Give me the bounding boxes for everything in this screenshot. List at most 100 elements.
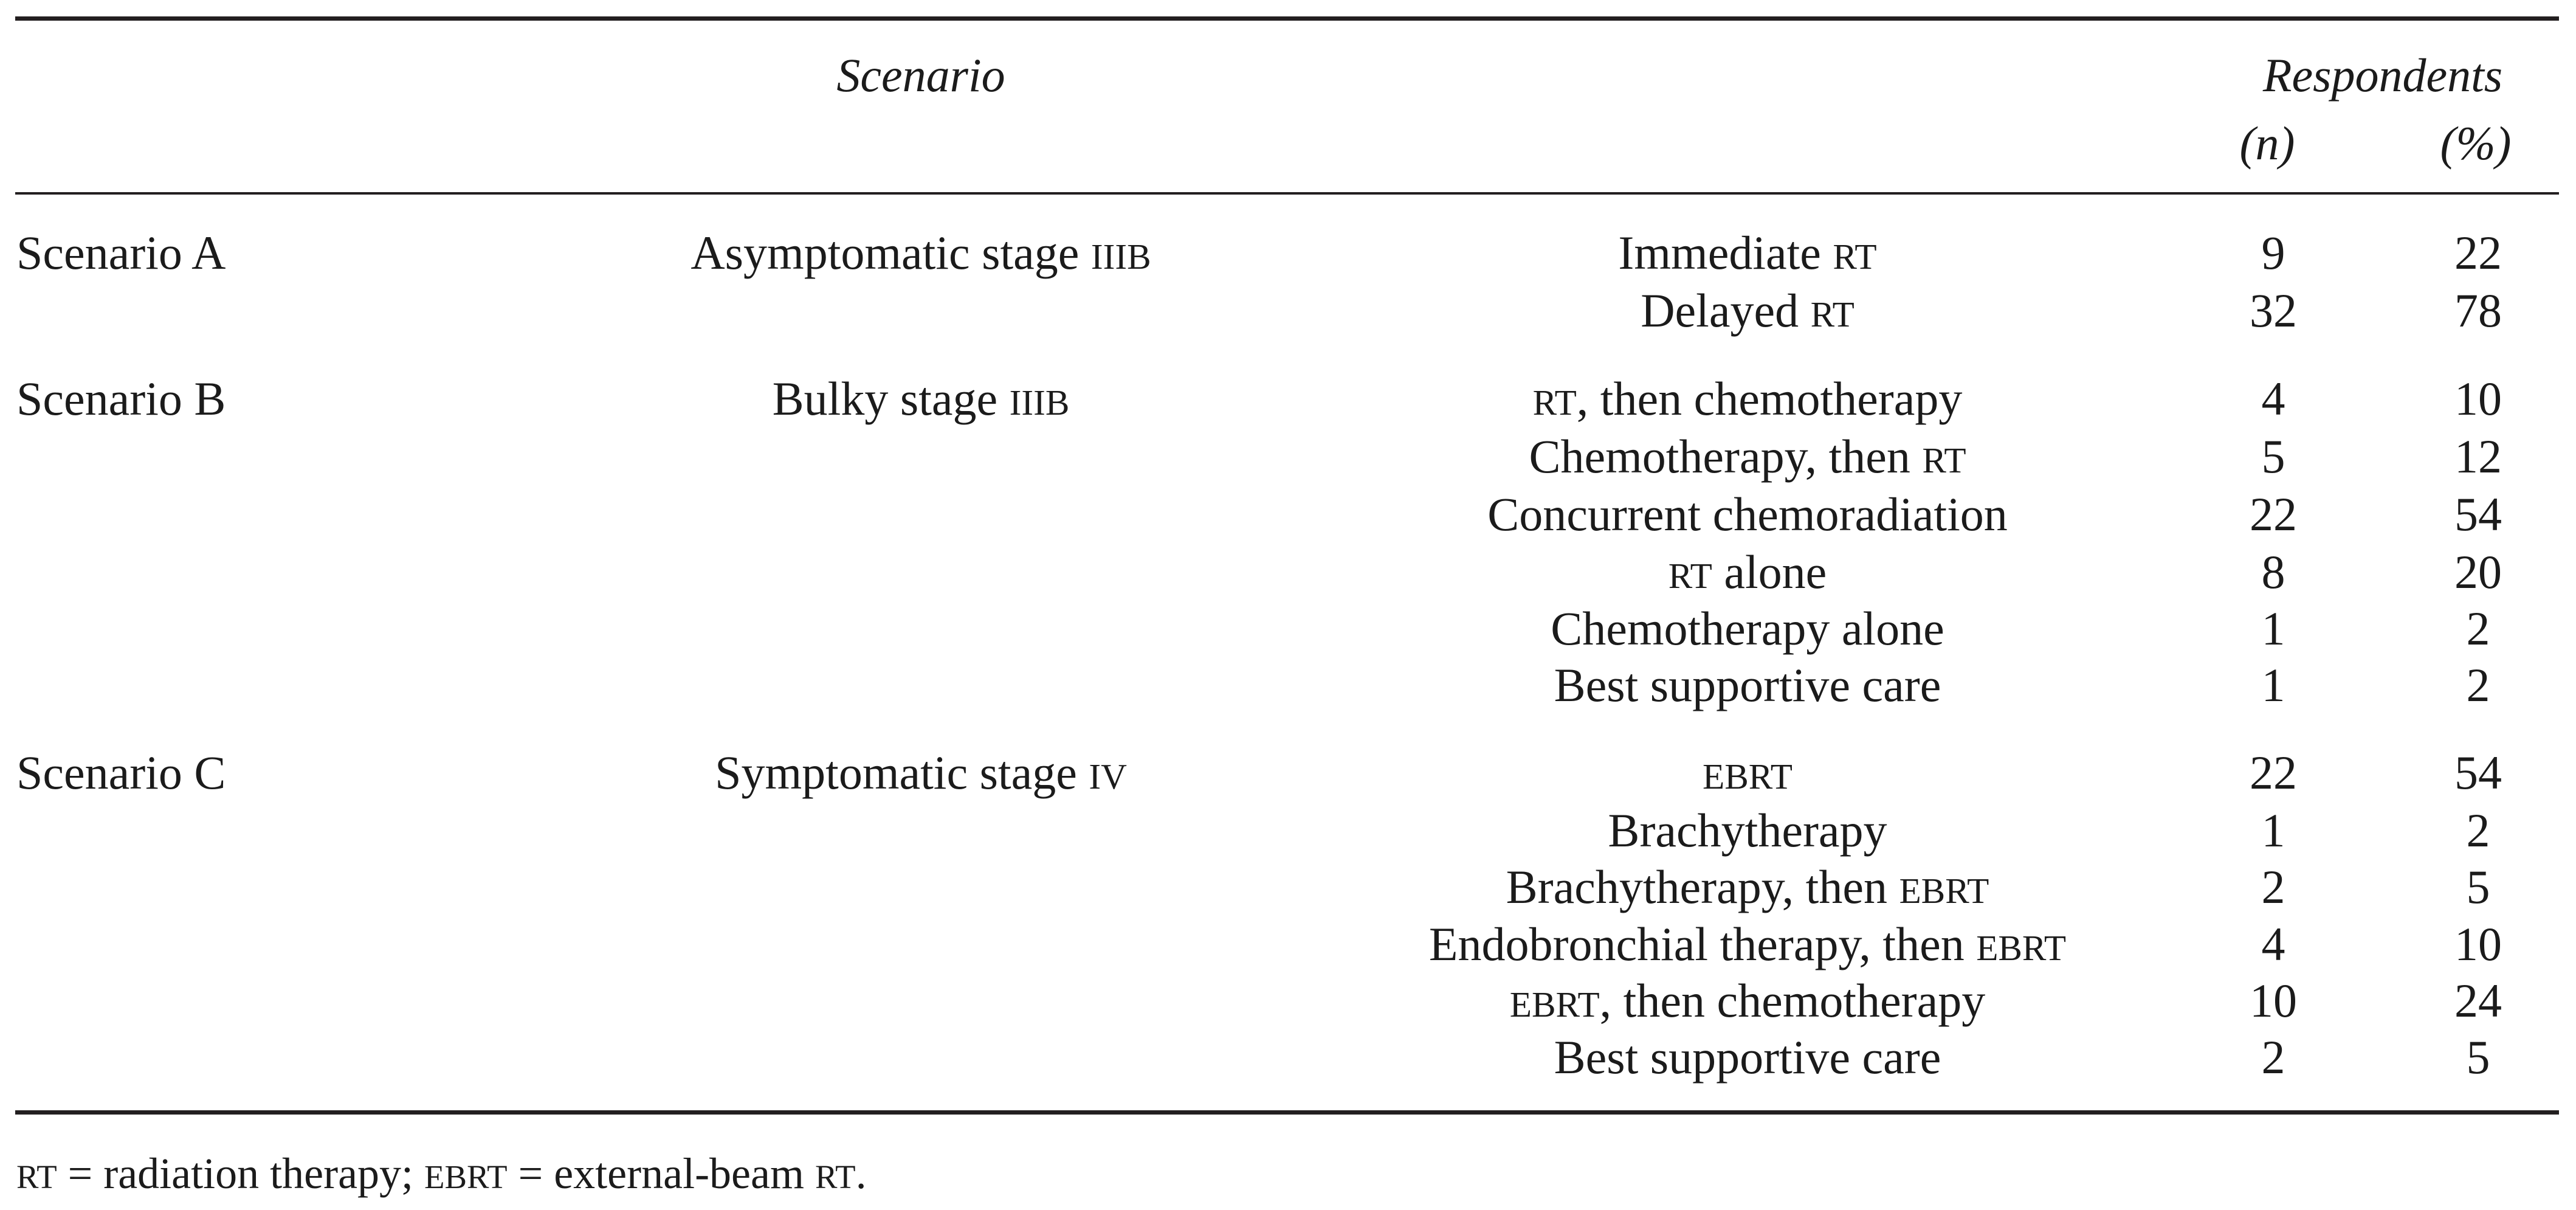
table-row: Endobronchial therapy, then EBRT 4 10: [0, 915, 2576, 973]
n-cell: 5: [2261, 430, 2285, 483]
text-run: = external-beam: [507, 1149, 815, 1198]
table-row: Brachytherapy 1 2: [0, 801, 2576, 859]
treatment-cell: Best supportive care: [1322, 656, 2173, 714]
text-run: alone: [1712, 545, 1827, 598]
n-cell: 1: [2261, 804, 2285, 857]
top-rule: [15, 16, 2559, 21]
treatment-cell: Best supportive care: [1322, 1028, 2173, 1086]
text-run: Best supportive care: [1554, 1031, 1941, 1084]
bottom-rule: [15, 1110, 2559, 1115]
table-row: Best supportive care 1 2: [0, 656, 2576, 714]
text-run: Delayed: [1641, 284, 1811, 337]
scenario-label-cell: Scenario C: [16, 744, 563, 801]
pct-cell: 2: [2466, 659, 2490, 711]
small-caps-abbrev: RT: [814, 1158, 856, 1195]
treatment-cell: Endobronchial therapy, then EBRT: [1322, 915, 2173, 973]
text-run: Symptomatic stage: [715, 746, 1089, 799]
text-run: Immediate: [1618, 226, 1833, 279]
pct-cell: 54: [2454, 746, 2502, 799]
text-run: Brachytherapy, then: [1506, 860, 1899, 913]
n-cell: 9: [2261, 226, 2285, 279]
scenario-label-cell: Scenario B: [16, 370, 563, 427]
treatment-cell: EBRT: [1322, 744, 2173, 801]
small-caps-abbrev: EBRT: [424, 1158, 508, 1195]
pct-cell: 2: [2466, 804, 2490, 857]
treatment-cell: Chemotherapy alone: [1322, 600, 2173, 657]
text-run: Best supportive care: [1554, 659, 1941, 711]
table-row: Scenario C Symptomatic stage IV EBRT 22 54: [0, 744, 2576, 801]
text-run: = radiation therapy;: [57, 1149, 425, 1198]
pct-cell: 24: [2454, 974, 2502, 1027]
treatment-cell: Chemotherapy, then RT: [1322, 427, 2173, 485]
description-cell: Symptomatic stage IV: [313, 744, 1529, 801]
n-cell: 1: [2261, 659, 2285, 711]
text-run: Asymptomatic stage: [690, 226, 1091, 279]
pct-cell: 22: [2454, 226, 2502, 279]
small-caps-abbrev: RT: [1833, 237, 1877, 277]
n-cell: 4: [2261, 918, 2285, 970]
small-caps-abbrev: RT: [1922, 440, 1966, 480]
n-cell: 2: [2261, 1031, 2285, 1084]
small-caps-abbrev: RT: [1532, 382, 1577, 423]
text-run: Brachytherapy: [1608, 804, 1887, 857]
text-run: .: [855, 1149, 867, 1198]
treatment-cell: RT alone: [1322, 543, 2173, 601]
pct-cell: 54: [2454, 488, 2502, 541]
small-caps-abbrev: RT: [1668, 556, 1712, 596]
pct-cell: 12: [2454, 430, 2502, 483]
column-header-n: (n): [2239, 117, 2295, 170]
small-caps-abbrev: EBRT: [1899, 871, 1989, 911]
table-row: Concurrent chemoradiation 22 54: [0, 485, 2576, 543]
column-header-scenario: Scenario: [836, 49, 1005, 102]
small-caps-abbrev: IV: [1089, 756, 1127, 797]
treatment-cell: Immediate RT: [1322, 224, 2173, 282]
n-cell: 4: [2261, 372, 2285, 425]
text-run: Endobronchial therapy, then: [1428, 918, 1977, 970]
small-caps-abbrev: RT: [1810, 294, 1855, 334]
description-cell: Bulky stage IIIB: [313, 370, 1529, 427]
text-run: Concurrent chemoradiation: [1487, 488, 2008, 541]
pct-cell: 5: [2466, 1031, 2490, 1084]
treatment-cell: Concurrent chemoradiation: [1322, 485, 2173, 543]
pct-cell: 10: [2454, 918, 2502, 970]
text-run: Scenario B: [16, 372, 226, 425]
table-row: Chemotherapy, then RT 5 12: [0, 427, 2576, 485]
table-row: EBRT, then chemotherapy 10 24: [0, 972, 2576, 1029]
n-cell: 32: [2250, 284, 2297, 337]
treatment-cell: Brachytherapy: [1322, 801, 2173, 859]
treatment-cell: EBRT, then chemotherapy: [1322, 972, 2173, 1029]
treatment-cell: Brachytherapy, then EBRT: [1322, 858, 2173, 916]
n-cell: 2: [2261, 860, 2285, 913]
text-run: Scenario A: [16, 226, 226, 279]
text-run: Bulky stage: [772, 372, 1010, 425]
text-run: , then chemotherapy: [1576, 372, 1963, 425]
pct-cell: 2: [2466, 602, 2490, 655]
n-cell: 22: [2250, 746, 2297, 799]
description-cell: Asymptomatic stage IIIB: [313, 224, 1529, 282]
table-row: Chemotherapy alone 1 2: [0, 600, 2576, 657]
small-caps-abbrev: EBRT: [1703, 756, 1793, 797]
n-cell: 8: [2261, 545, 2285, 598]
text-run: Scenario C: [16, 746, 226, 799]
small-caps-abbrev: RT: [16, 1158, 57, 1195]
n-cell: 22: [2250, 488, 2297, 541]
treatment-cell: RT, then chemotherapy: [1322, 370, 2173, 427]
n-cell: 10: [2250, 974, 2297, 1027]
column-header-pct: (%): [2440, 117, 2512, 170]
column-header-respondents: Respondents: [2262, 49, 2503, 102]
small-caps-abbrev: EBRT: [1509, 984, 1600, 1025]
pct-cell: 78: [2454, 284, 2502, 337]
header-separator-rule: [15, 192, 2559, 195]
treatment-cell: Delayed RT: [1322, 282, 2173, 339]
table-row: Delayed RT 32 78: [0, 282, 2576, 339]
table-footnote: RT = radiation therapy; EBRT = external-…: [16, 1145, 2509, 1203]
small-caps-abbrev: IIIB: [1009, 382, 1070, 423]
pct-cell: 10: [2454, 372, 2502, 425]
n-cell: 1: [2261, 602, 2285, 655]
table-row: Best supportive care 2 5: [0, 1028, 2576, 1086]
text-run: Chemotherapy, then: [1529, 430, 1923, 483]
small-caps-abbrev: EBRT: [1976, 928, 2067, 968]
